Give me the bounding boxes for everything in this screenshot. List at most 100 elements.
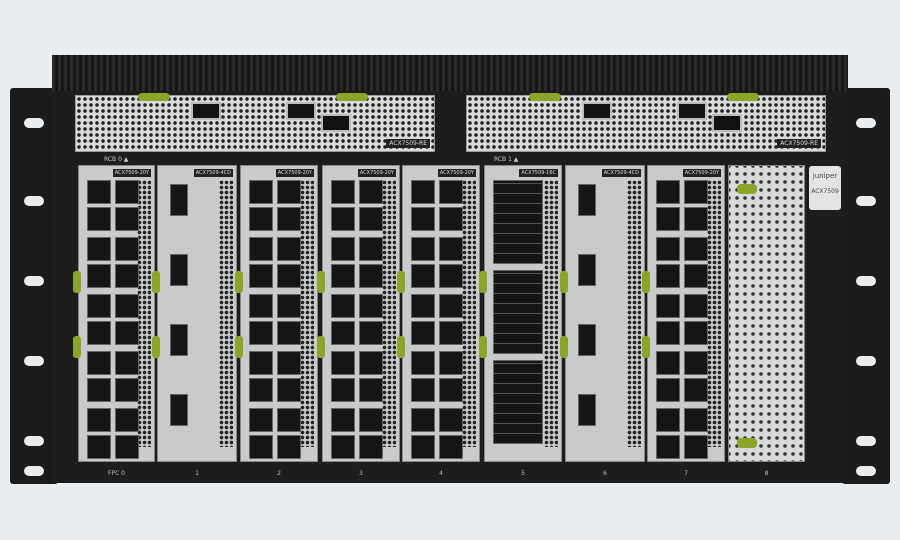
sfp-port[interactable]: [249, 321, 273, 345]
ejector-grip[interactable]: [235, 336, 243, 358]
sfp-port[interactable]: [359, 180, 383, 204]
sfp-port[interactable]: [439, 435, 463, 459]
sfp-port[interactable]: [411, 180, 435, 204]
ejector-grip[interactable]: [397, 271, 405, 293]
sfp-port[interactable]: [684, 321, 708, 345]
ejector-grip[interactable]: [152, 271, 160, 293]
sfp-port[interactable]: [656, 180, 680, 204]
sfp-port[interactable]: [684, 378, 708, 402]
sfp-port[interactable]: [331, 237, 355, 261]
line-card-slot-8[interactable]: [728, 165, 805, 462]
ejector-grip[interactable]: [235, 271, 243, 293]
sfp-port[interactable]: [115, 321, 139, 345]
sfp-port[interactable]: [656, 294, 680, 318]
sfp-port[interactable]: [277, 264, 301, 288]
sfp-port[interactable]: [277, 180, 301, 204]
sfp-port[interactable]: [87, 180, 111, 204]
ejector-grip[interactable]: [397, 336, 405, 358]
ejector-grip[interactable]: [560, 336, 568, 358]
sfp-port[interactable]: [249, 378, 273, 402]
sfp-port[interactable]: [249, 435, 273, 459]
sfp-port[interactable]: [359, 207, 383, 231]
ejector-grip[interactable]: [479, 271, 487, 293]
qsfp-port-group[interactable]: [493, 180, 543, 264]
sfp-port[interactable]: [359, 264, 383, 288]
sfp-port[interactable]: [331, 264, 355, 288]
sfp-port[interactable]: [656, 408, 680, 432]
sfp-port[interactable]: [684, 207, 708, 231]
sfp-port[interactable]: [359, 378, 383, 402]
sfp-port[interactable]: [87, 207, 111, 231]
sfp-port[interactable]: [331, 378, 355, 402]
ejector-grip[interactable]: [642, 271, 650, 293]
line-card-slot-5[interactable]: ACX7509-16C: [479, 165, 562, 462]
line-card-slot-0[interactable]: ACX7509-20Y: [73, 165, 155, 462]
sfp-port[interactable]: [411, 321, 435, 345]
sfp-port[interactable]: [249, 264, 273, 288]
sfp-port[interactable]: [684, 408, 708, 432]
sfp-port[interactable]: [87, 351, 111, 375]
qsfp-port-group[interactable]: [493, 360, 543, 444]
sfp-port[interactable]: [359, 435, 383, 459]
line-card-slot-2[interactable]: ACX7509-20Y: [235, 165, 318, 462]
sfp-port[interactable]: [684, 264, 708, 288]
sfp-port[interactable]: [249, 351, 273, 375]
sfp-port[interactable]: [656, 351, 680, 375]
sfp-port[interactable]: [439, 378, 463, 402]
sfp-port[interactable]: [87, 294, 111, 318]
ejector-grip[interactable]: [560, 271, 568, 293]
sfp-port[interactable]: [115, 435, 139, 459]
line-card-slot-3[interactable]: ACX7509-20Y: [317, 165, 400, 462]
sfp-port[interactable]: [87, 237, 111, 261]
sfp-port[interactable]: [249, 294, 273, 318]
sfp-port[interactable]: [331, 435, 355, 459]
sfp-port[interactable]: [87, 264, 111, 288]
sfp-port[interactable]: [87, 321, 111, 345]
line-card-slot-4[interactable]: ACX7509-20Y: [397, 165, 480, 462]
sfp-port[interactable]: [359, 237, 383, 261]
sfp-port[interactable]: [411, 378, 435, 402]
sfp-port[interactable]: [411, 264, 435, 288]
qsfp-port[interactable]: [170, 254, 188, 286]
sfp-port[interactable]: [359, 408, 383, 432]
sfp-port[interactable]: [277, 378, 301, 402]
sfp-port[interactable]: [115, 351, 139, 375]
sfp-port[interactable]: [656, 321, 680, 345]
sfp-port[interactable]: [359, 351, 383, 375]
sfp-port[interactable]: [277, 351, 301, 375]
sfp-port[interactable]: [684, 351, 708, 375]
sfp-port[interactable]: [411, 435, 435, 459]
sfp-port[interactable]: [277, 294, 301, 318]
sfp-port[interactable]: [439, 294, 463, 318]
line-card-slot-7[interactable]: ACX7509-20Y: [642, 165, 725, 462]
ejector-grip[interactable]: [642, 336, 650, 358]
handle[interactable]: [737, 184, 757, 194]
ejector-grip[interactable]: [317, 336, 325, 358]
sfp-port[interactable]: [331, 321, 355, 345]
sfp-port[interactable]: [656, 237, 680, 261]
ejector-grip[interactable]: [152, 336, 160, 358]
sfp-port[interactable]: [656, 435, 680, 459]
sfp-port[interactable]: [331, 294, 355, 318]
sfp-port[interactable]: [411, 351, 435, 375]
sfp-port[interactable]: [87, 378, 111, 402]
sfp-port[interactable]: [439, 321, 463, 345]
sfp-port[interactable]: [87, 435, 111, 459]
sfp-port[interactable]: [331, 180, 355, 204]
qsfp-port[interactable]: [170, 394, 188, 426]
sfp-port[interactable]: [87, 408, 111, 432]
sfp-port[interactable]: [684, 180, 708, 204]
sfp-port[interactable]: [439, 408, 463, 432]
qsfp-port-group[interactable]: [493, 270, 543, 354]
sfp-port[interactable]: [359, 294, 383, 318]
sfp-port[interactable]: [439, 351, 463, 375]
sfp-port[interactable]: [684, 237, 708, 261]
qsfp-port[interactable]: [170, 324, 188, 356]
sfp-port[interactable]: [656, 207, 680, 231]
sfp-port[interactable]: [331, 408, 355, 432]
sfp-port[interactable]: [249, 237, 273, 261]
sfp-port[interactable]: [249, 207, 273, 231]
sfp-port[interactable]: [331, 351, 355, 375]
sfp-port[interactable]: [277, 408, 301, 432]
sfp-port[interactable]: [411, 408, 435, 432]
